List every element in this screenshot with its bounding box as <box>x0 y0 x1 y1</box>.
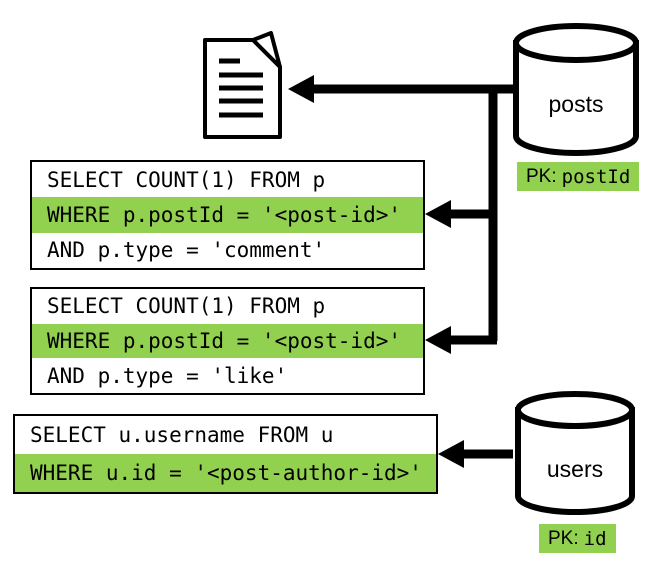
pk-value: postId <box>561 165 631 188</box>
document-icon <box>203 31 282 139</box>
arrow-posts-to-comment-count-query <box>425 200 497 228</box>
arrow-posts-to-like-count-query <box>425 326 497 354</box>
query-box-comment-count: SELECT COUNT(1) FROM p WHERE p.postId = … <box>30 160 425 270</box>
query-box-username-lookup: SELECT u.username FROM u WHERE u.id = '<… <box>13 414 438 494</box>
arrowhead-left-icon <box>425 200 451 228</box>
query-line: SELECT COUNT(1) FROM p <box>47 294 326 319</box>
arrowhead-left-icon <box>288 75 314 103</box>
posts-database-label: posts <box>549 91 604 117</box>
pk-label: PK: <box>548 527 579 549</box>
posts-database-icon: posts <box>513 23 639 156</box>
query-line-highlighted: WHERE p.postId = '<post-id>' <box>32 323 423 359</box>
arrowhead-left-icon <box>425 326 451 354</box>
query-line-highlighted: WHERE p.postId = '<post-id>' <box>32 197 423 233</box>
query-line: AND p.type = 'comment' <box>47 238 326 263</box>
query-box-like-count: SELECT COUNT(1) FROM p WHERE p.postId = … <box>30 287 425 395</box>
arrow-users-to-username-query <box>438 440 513 468</box>
users-database-label: users <box>547 456 603 482</box>
pk-value: id <box>583 527 607 550</box>
query-line: SELECT u.username FROM u <box>30 423 334 447</box>
arrowhead-left-icon <box>438 440 464 468</box>
query-line: SELECT COUNT(1) FROM p <box>47 167 326 192</box>
arrow-posts-to-document <box>288 75 514 103</box>
query-line: AND p.type = 'like' <box>47 363 288 388</box>
pk-label: PK: <box>526 165 557 187</box>
pk-badge-users: PK: id <box>539 524 616 553</box>
query-line-highlighted: WHERE u.id = '<post-author-id>' <box>15 454 436 492</box>
pk-badge-posts: PK: postId <box>517 162 640 191</box>
users-database-icon: users <box>515 391 635 515</box>
